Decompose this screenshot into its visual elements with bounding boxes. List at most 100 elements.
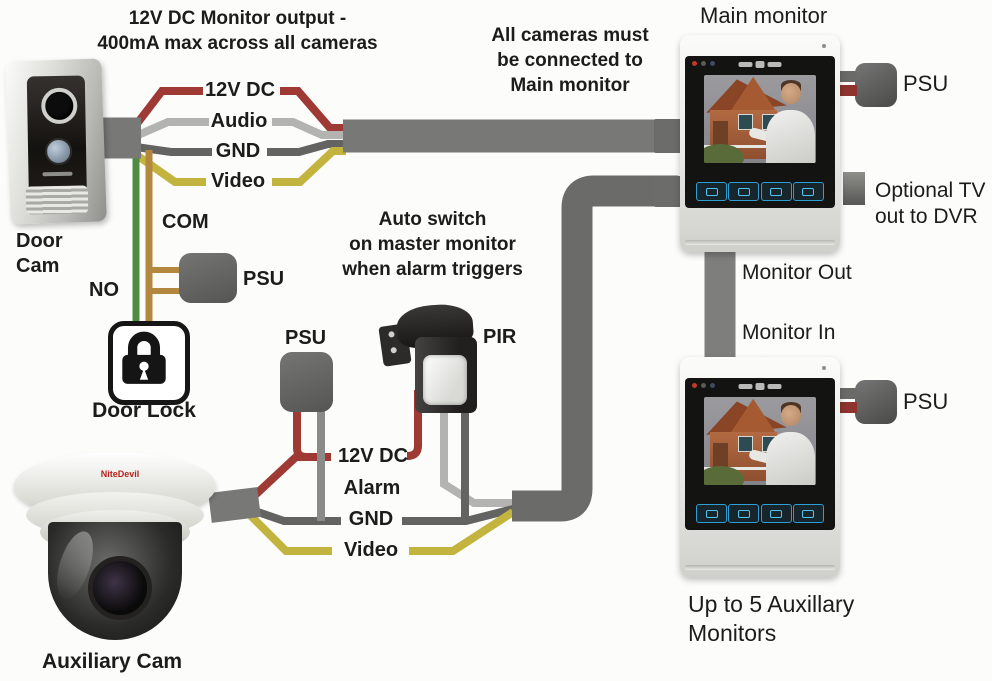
door-lock-caption: Door Lock [92,399,196,422]
mic-hole [822,44,826,48]
talk-button[interactable] [696,182,727,201]
brand-logo [738,61,782,68]
aux-monitors-caption-line1: Up to 5 Auxillary [688,591,855,617]
note-line: be connected to [497,50,643,71]
mic-hole [822,366,826,370]
note-line: Main monitor [510,75,630,96]
main-monitor-caption: Main monitor [700,3,828,28]
scene-visitor-torso [765,110,815,163]
tv-out-label-line1: Optional TV [875,179,986,202]
note-line: when alarm triggers [342,259,523,280]
talk-button[interactable] [696,504,727,523]
monitor-button[interactable] [760,504,792,523]
auxiliary-camera-image: NiteDevil [14,448,220,646]
padlock-icon [122,331,166,384]
aux-monitors-caption-line2: Monitors [688,620,777,646]
wire-ground-to-junction [402,505,514,525]
wire-label-12vdc-top: 12V DC [204,79,276,101]
wire-video-right [272,147,346,186]
wire-power-left [132,87,203,128]
scene-bush [704,143,745,163]
touch-button-row [696,182,824,201]
door-cam-caption: Door Cam [16,229,63,279]
all-cameras-note: All cameras must be connected to Main mo… [455,23,685,98]
scene-visitor-head [781,404,802,427]
wire-label-12vdc-bottom: 12V DC [337,445,409,467]
wire-label-video-top: Video [210,170,266,192]
caption-line: Cam [16,255,60,277]
wire-power-right [280,87,346,132]
aux-loop-cable [512,175,678,522]
wire-pir-alarm [440,390,513,507]
wire-pir-power [406,390,422,460]
auxcam-cable-stub [208,487,261,523]
auxcam-dome [48,522,182,640]
pir-body [415,337,477,413]
scene-visitor-torso [765,432,815,485]
note-line: on master monitor [349,234,516,255]
dome-lens-icon [88,556,152,620]
caption-line: Door [16,230,63,252]
aux-monitor-psu-plug [838,380,897,424]
wire-label-alarm: Alarm [343,477,401,499]
wire-ground-left [135,143,212,156]
intercom-button[interactable] [792,504,824,523]
main-monitor-psu-plug [838,63,897,107]
pir-lens [423,355,467,405]
scene-bush [704,465,745,485]
scene-window [737,435,754,452]
door-camera-logo [42,171,73,177]
main-monitor-bezel [685,56,835,208]
psu-label-doorlock: PSU [243,268,285,290]
aux-monitor-image [680,357,840,577]
title-line2: 400mA max across all cameras [97,33,378,54]
auxcam-brand-logo: NiteDevil [100,469,140,479]
main-monitor-loop-stub [654,176,682,207]
wire-label-audio: Audio [210,110,268,132]
unlock-button[interactable] [728,504,760,523]
wire-psu-power [293,408,307,461]
aux-monitor-screen [704,397,816,485]
main-monitor-chin [685,240,835,245]
aux-monitor-bezel [685,378,835,530]
wire-label-com: COM [162,211,209,233]
diagram-title: 12V DC Monitor output - 400mA max across… [95,6,380,56]
note-line: All cameras must [491,25,649,46]
psu-label-aux-monitor: PSU [903,389,949,414]
speaker-grille-icon [25,185,89,215]
touch-button-row [696,504,824,523]
monitor-button[interactable] [760,182,792,201]
camera-lens-icon [40,87,78,125]
brand-logo [738,383,782,390]
wire-audio-right [272,118,346,139]
main-monitor-image [680,35,840,252]
wire-label-no: NO [89,279,119,301]
psu-label-main-monitor: PSU [903,71,949,96]
note-line: Auto switch [378,209,487,230]
psu-label-mid: PSU [285,327,327,349]
pir-sensor-image [378,302,481,415]
psu-pin-gray [838,71,857,82]
auto-switch-note: Auto switch on master monitor when alarm… [325,207,540,282]
wire-label-gnd-bottom: GND [348,508,394,530]
wire-audio-left [134,118,209,140]
aux-monitor-chin [685,565,835,570]
monitor-out-label: Monitor Out [742,261,852,284]
door-camera-faceplate [26,75,87,199]
unlock-button[interactable] [728,182,760,201]
main-monitor-input-stub [654,119,682,153]
door-lock-symbol [108,321,190,405]
door-camera-image [5,58,107,225]
wire-label-video-bottom: Video [343,539,399,561]
wire-aux-ground [250,506,341,525]
tv-out-stub [843,172,865,205]
door-lock-psu-box [179,253,237,303]
wire-aux-video [248,513,332,555]
pir-label: PIR [483,326,517,348]
psu-pin-red [838,85,857,96]
psu-pin-gray [838,388,857,399]
auxiliary-cam-caption: Auxiliary Cam [42,650,183,673]
main-monitor-screen [704,75,816,163]
intercom-button[interactable] [792,182,824,201]
